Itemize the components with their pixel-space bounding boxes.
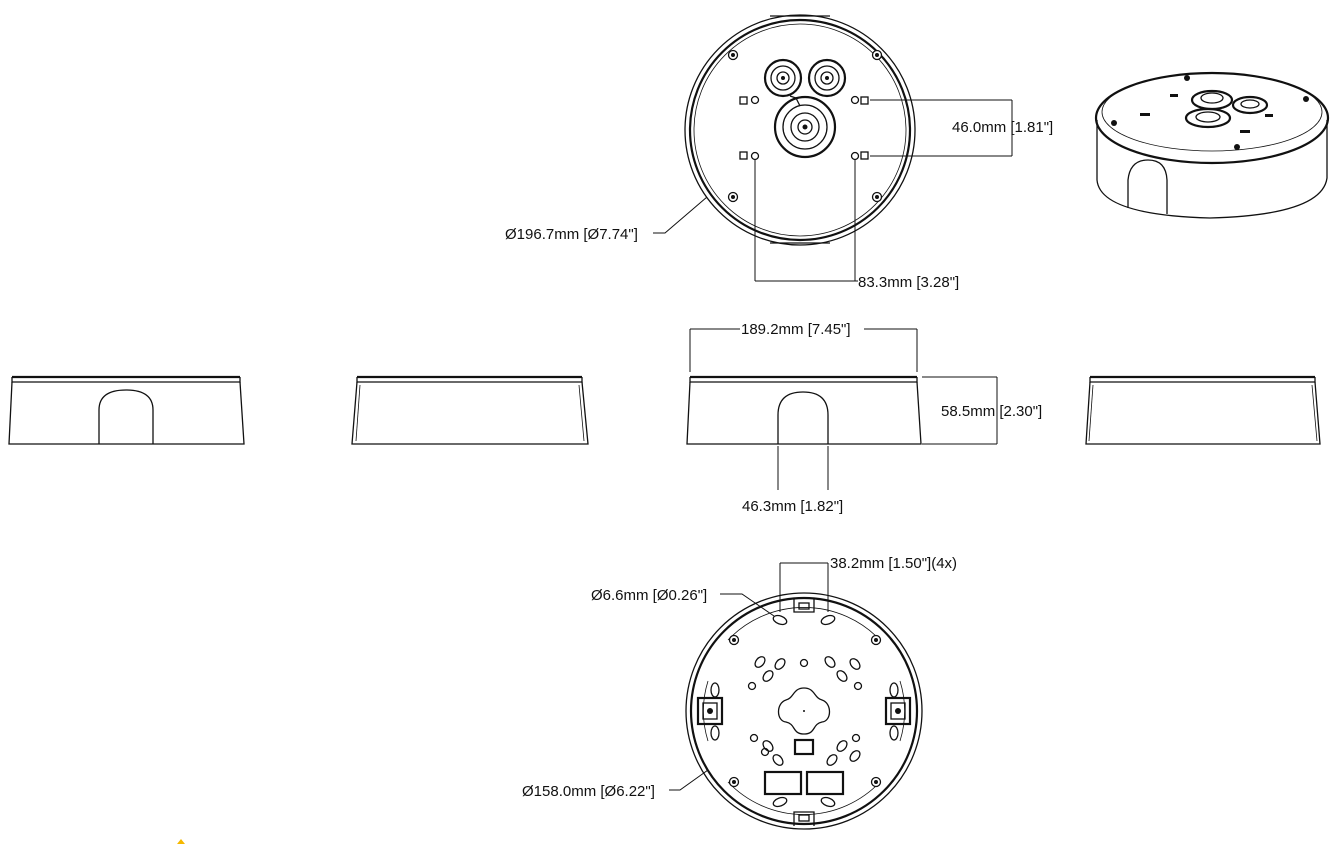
slot-holes	[710, 614, 899, 808]
dim-vertical-46	[870, 99, 1013, 157]
dim-slot-spacing	[779, 562, 829, 612]
dim-opening-46	[777, 446, 829, 490]
label-cable-opening-width: 46.3mm [1.82"]	[742, 498, 843, 515]
label-hole-spacing-horizontal: 83.3mm [3.28"]	[858, 274, 959, 291]
side-view-front	[686, 328, 998, 490]
side-view-left	[8, 375, 245, 445]
label-diameter-top: Ø196.7mm [Ø7.74"]	[505, 226, 638, 243]
screw-holes	[727, 49, 883, 203]
dim-height-58	[922, 376, 998, 445]
isometric-view	[1094, 71, 1330, 219]
dim-horizontal-83	[754, 160, 858, 282]
label-height-side: 58.5mm [2.30"]	[941, 403, 1042, 420]
side-view-right	[1085, 375, 1321, 445]
dim-width-189	[689, 328, 918, 372]
bottom-view	[669, 562, 923, 830]
conduit-ports	[763, 58, 847, 159]
warning-marker-icon	[177, 839, 185, 844]
dim-hole-leader	[720, 593, 775, 617]
label-hole-spacing-vertical: 46.0mm [1.81"]	[952, 119, 1053, 136]
label-diameter-bottom: Ø158.0mm [Ø6.22"]	[522, 783, 655, 800]
label-hole-diameter: Ø6.6mm [Ø0.26"]	[591, 587, 707, 604]
side-view-center-left	[351, 375, 589, 445]
label-slot-spacing: 38.2mm [1.50"](4x)	[830, 555, 957, 572]
dim-diameter-leader-bottom	[669, 769, 709, 791]
mount-hole-markers	[739, 95, 869, 161]
label-width-side: 189.2mm [7.45"]	[741, 321, 851, 338]
top-view	[653, 14, 1013, 282]
dim-diameter-leader-top	[653, 196, 708, 234]
